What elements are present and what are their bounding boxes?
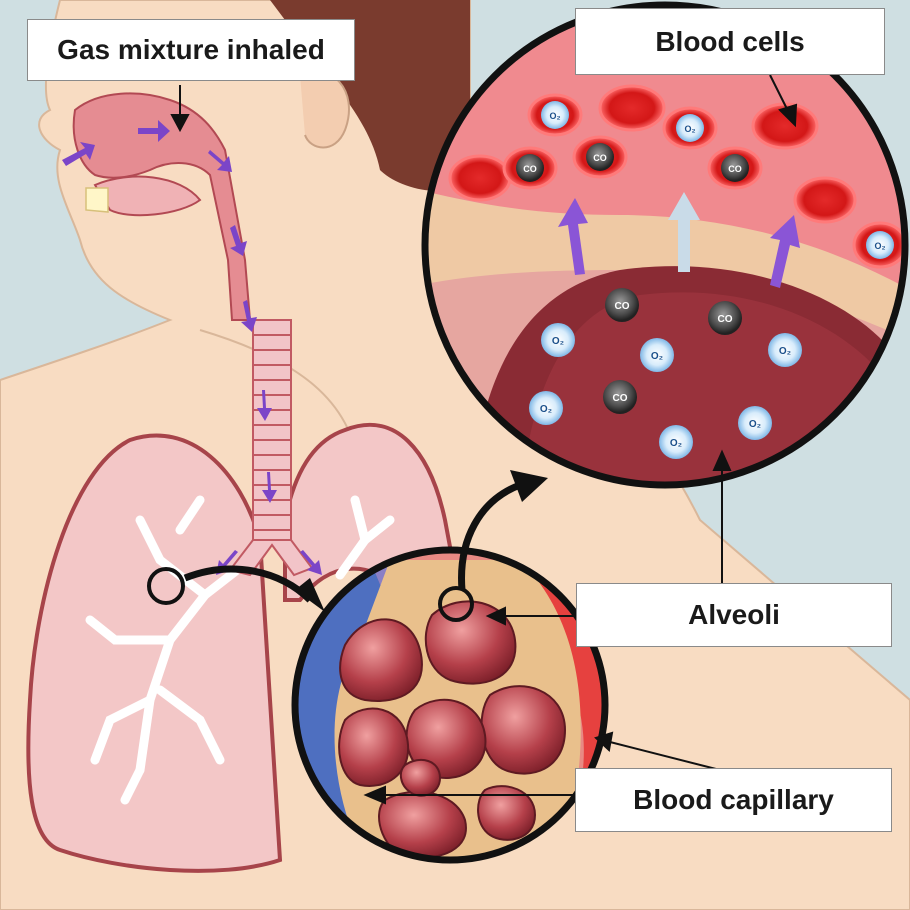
svg-text:O₂: O₂: [552, 336, 564, 347]
svg-text:CO: CO: [523, 164, 537, 174]
co-molecule: CO: [603, 380, 637, 414]
svg-text:O₂: O₂: [651, 351, 663, 362]
teeth: [86, 188, 108, 212]
alveolus: [482, 686, 565, 773]
gas-inhaled-label: Gas mixture inhaled: [27, 19, 355, 81]
co-molecule: CO: [605, 288, 639, 322]
co-molecule: CO: [708, 301, 742, 335]
blood-cells-label: Blood cells: [575, 8, 885, 75]
o2-molecule: O₂: [676, 114, 704, 142]
o2-molecule: O₂: [738, 406, 772, 440]
co-molecule: CO: [586, 143, 614, 171]
svg-text:O₂: O₂: [550, 111, 561, 121]
blood-capillary-label: Blood capillary: [575, 768, 892, 832]
trachea: [253, 320, 291, 540]
red-blood-cell: [450, 156, 510, 200]
svg-text:O₂: O₂: [749, 419, 761, 430]
svg-text:O₂: O₂: [685, 124, 696, 134]
svg-text:CO: CO: [615, 301, 630, 312]
svg-text:O₂: O₂: [779, 346, 791, 357]
svg-text:CO: CO: [718, 314, 733, 325]
co-molecule: CO: [721, 154, 749, 182]
svg-text:CO: CO: [613, 393, 628, 404]
alveoli-label: Alveoli: [576, 583, 892, 647]
o2-molecule: O₂: [529, 391, 563, 425]
o2-molecule: O₂: [768, 333, 802, 367]
o2-molecule: O₂: [541, 323, 575, 357]
alveolus: [339, 709, 408, 786]
svg-text:O₂: O₂: [670, 438, 682, 449]
svg-text:CO: CO: [593, 153, 607, 163]
o2-molecule: O₂: [541, 101, 569, 129]
co-molecule: CO: [516, 154, 544, 182]
red-blood-cell: [600, 86, 664, 130]
alveolus: [401, 760, 440, 796]
red-blood-cell: [795, 178, 855, 222]
svg-text:O₂: O₂: [540, 404, 552, 415]
o2-molecule: O₂: [659, 425, 693, 459]
o2-molecule: O₂: [866, 231, 894, 259]
o2-molecule: O₂: [640, 338, 674, 372]
svg-text:O₂: O₂: [875, 241, 886, 251]
svg-text:CO: CO: [728, 164, 742, 174]
